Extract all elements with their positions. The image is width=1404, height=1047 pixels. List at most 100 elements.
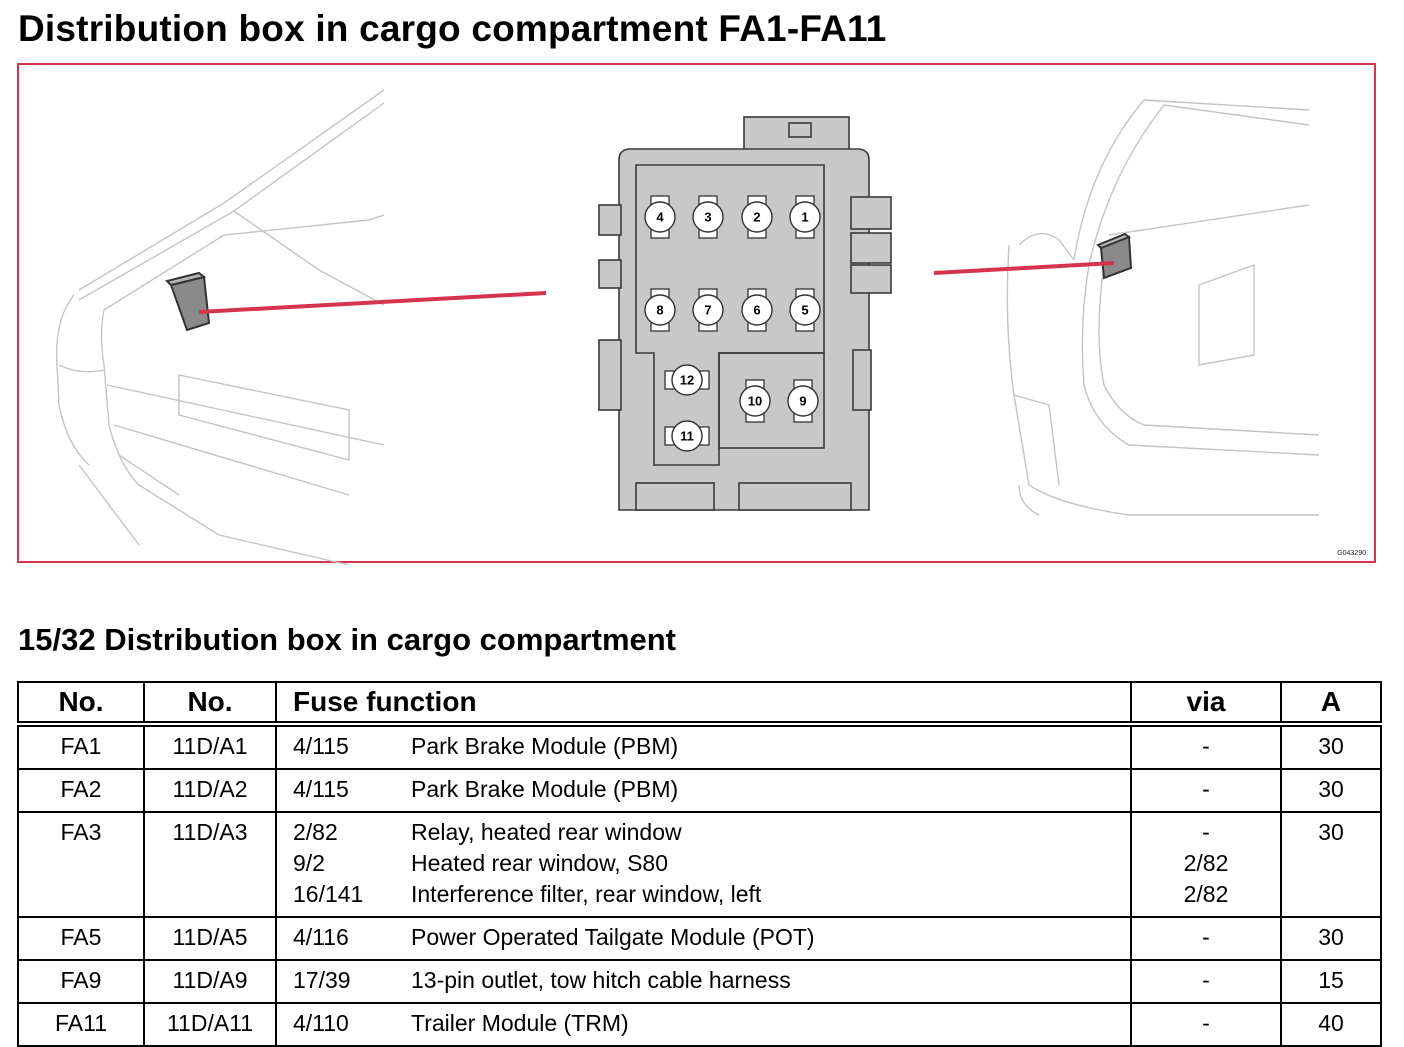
fuse-circle xyxy=(739,385,771,417)
function-description: Park Brake Module (PBM) xyxy=(411,733,679,759)
amperage-cell: 40 xyxy=(1280,1002,1382,1047)
module-icon-right xyxy=(1096,232,1133,280)
fuse-position-cell: 11D/A9 xyxy=(143,959,277,1004)
fuse-number: 10 xyxy=(748,394,762,409)
via-value: - xyxy=(1202,1010,1210,1036)
fuse-circle xyxy=(789,201,821,233)
amperage-cell: 30 xyxy=(1280,768,1382,813)
via-cell: - xyxy=(1130,916,1282,961)
fuse-socket: 3 xyxy=(692,195,724,239)
function-ref: 9/2 xyxy=(293,850,325,876)
via-value: - xyxy=(1202,776,1210,802)
function-ref: 2/82 xyxy=(293,819,338,845)
function-line: 4/115 Park Brake Module (PBM) xyxy=(293,774,1130,805)
header-no: No. xyxy=(17,681,145,727)
fuse-box-diagram: 4 3 2 1 8 7 6 5 12 10 9 11 xyxy=(55,89,1320,565)
fuse-socket: 12 xyxy=(664,364,710,396)
function-description: 13-pin outlet, tow hitch cable harness xyxy=(411,967,791,993)
fuse-circle xyxy=(692,294,724,326)
header-via: via xyxy=(1130,681,1282,727)
function-line: 16/141 Interference filter, rear window, … xyxy=(293,879,1130,910)
function-ref: 4/115 xyxy=(293,733,349,759)
figure-code: G043290 xyxy=(1337,550,1366,557)
fuse-socket: 9 xyxy=(787,379,819,423)
fuse-circle xyxy=(644,201,676,233)
function-ref: 4/110 xyxy=(293,1010,349,1036)
via-value: - xyxy=(1202,819,1210,845)
function-description: Relay, heated rear window xyxy=(411,819,682,845)
function-ref: 4/116 xyxy=(293,924,349,950)
fuse-socket: 7 xyxy=(692,288,724,332)
fuse-id-cell: FA9 xyxy=(17,959,145,1004)
function-line: 17/39 13-pin outlet, tow hitch cable harn… xyxy=(293,965,1130,996)
fuse-position-cell: 11D/A1 xyxy=(143,723,277,770)
via-value: 2/82 xyxy=(1183,881,1229,907)
fuse-socket: 5 xyxy=(789,288,821,332)
function-ref: 4/115 xyxy=(293,776,349,802)
fuse-circle xyxy=(692,201,724,233)
via-value: - xyxy=(1202,733,1210,759)
fuse-position-cell: 11D/A11 xyxy=(143,1002,277,1047)
via-cell: - xyxy=(1130,1002,1282,1047)
via-cell: - xyxy=(1130,768,1282,813)
fuse-number: 4 xyxy=(656,210,664,225)
fuse-circle xyxy=(741,294,773,326)
fuse-circle xyxy=(671,364,703,396)
car-front-illustration xyxy=(55,89,385,565)
fuse-box-figure: 4 3 2 1 8 7 6 5 12 10 9 11 G043290 xyxy=(17,63,1376,565)
fuse-function-cell: 2/82 Relay, heated rear window 9/2 Heated r… xyxy=(275,811,1132,918)
amperage-cell: 30 xyxy=(1280,811,1382,918)
fuse-function-cell: 4/115 Park Brake Module (PBM) xyxy=(275,768,1132,813)
car-cargo-illustration xyxy=(1006,99,1320,516)
fuse-number: 1 xyxy=(801,210,808,225)
fuse-circle xyxy=(787,385,819,417)
fuse-position-cell: 11D/A3 xyxy=(143,811,277,918)
header-fuse-function: Fuse function xyxy=(275,681,1132,727)
function-ref: 16/141 xyxy=(293,881,364,907)
fuse-circle xyxy=(789,294,821,326)
fuse-circle xyxy=(671,420,703,452)
fuse-number: 6 xyxy=(753,303,760,318)
amperage-cell: 30 xyxy=(1280,916,1382,961)
module-icon-left xyxy=(165,271,211,332)
fuse-number: 7 xyxy=(704,303,711,318)
fuse-socket: 1 xyxy=(789,195,821,239)
fuse-id-cell: FA2 xyxy=(17,768,145,813)
via-value: - xyxy=(1202,924,1210,950)
leader-line-left xyxy=(198,291,547,314)
fuse-number: 11 xyxy=(680,429,694,444)
fuse-socket: 11 xyxy=(664,420,710,452)
function-description: Park Brake Module (PBM) xyxy=(411,776,679,802)
function-description: Interference filter, rear window, left xyxy=(411,881,762,907)
function-line: 9/2 Heated rear window, S80 xyxy=(293,848,1130,879)
fuse-number: 5 xyxy=(801,303,808,318)
header-no-2: No. xyxy=(143,681,277,727)
via-cell: - xyxy=(1130,959,1282,1004)
page-title: Distribution box in cargo compartment FA… xyxy=(18,8,887,49)
fuse-socket: 2 xyxy=(741,195,773,239)
function-line: 2/82 Relay, heated rear window xyxy=(293,817,1130,848)
function-description: Heated rear window, S80 xyxy=(411,850,668,876)
fuse-number: 8 xyxy=(656,303,663,318)
function-ref: 17/39 xyxy=(293,967,351,993)
fuse-id-cell: FA5 xyxy=(17,916,145,961)
table-title: 15/32 Distribution box in cargo compartm… xyxy=(18,622,677,657)
fuse-id-cell: FA1 xyxy=(17,723,145,770)
fuse-socket: 6 xyxy=(741,288,773,332)
fuse-number: 2 xyxy=(753,210,760,225)
fuse-number: 12 xyxy=(680,373,694,388)
via-value: - xyxy=(1202,967,1210,993)
fuse-function-cell: 4/115 Park Brake Module (PBM) xyxy=(275,723,1132,770)
leader-line-right xyxy=(933,261,1115,275)
